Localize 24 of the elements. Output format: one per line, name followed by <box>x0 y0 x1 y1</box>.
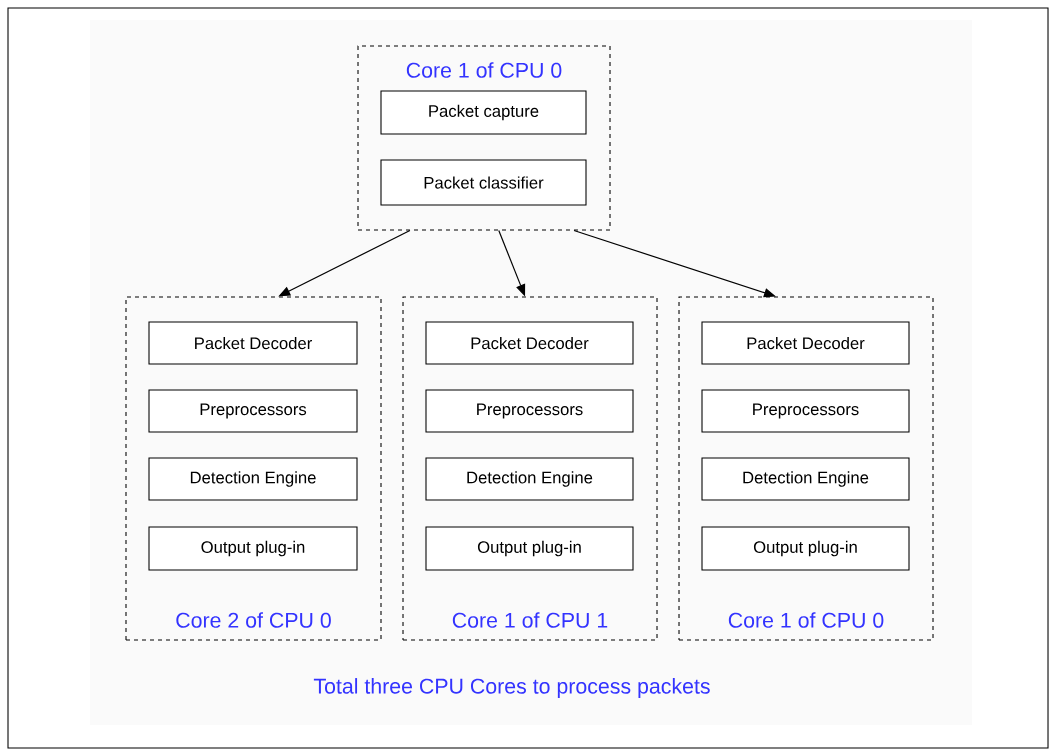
process-box: Packet classifier <box>380 159 587 206</box>
core-heading: Core 1 of CPU 1 <box>452 612 608 628</box>
arrow <box>573 229 776 298</box>
process-box: Preprocessors <box>425 389 634 433</box>
process-box: Packet Decoder <box>148 321 358 365</box>
process-box: Packet capture <box>380 90 587 135</box>
core-heading: Core 1 of CPU 0 <box>406 62 562 78</box>
process-box: Preprocessors <box>148 389 358 433</box>
process-box: Output plug-in <box>425 526 634 571</box>
process-box: Detection Engine <box>148 457 358 501</box>
core-container <box>125 296 382 641</box>
process-box: Packet Decoder <box>701 321 910 365</box>
process-box: Packet Decoder <box>425 321 634 365</box>
core-heading: Core 2 of CPU 0 <box>176 612 331 628</box>
core-container <box>678 296 934 641</box>
core-container <box>357 45 611 231</box>
process-box: Detection Engine <box>701 457 910 501</box>
core-container <box>402 296 658 641</box>
caption: Total three CPU Cores to process packets <box>313 678 710 698</box>
process-box: Output plug-in <box>701 526 910 571</box>
process-box: Detection Engine <box>425 457 634 501</box>
process-box: Preprocessors <box>701 389 910 433</box>
core-heading: Core 1 of CPU 0 <box>728 612 884 628</box>
process-box: Output plug-in <box>148 526 358 571</box>
